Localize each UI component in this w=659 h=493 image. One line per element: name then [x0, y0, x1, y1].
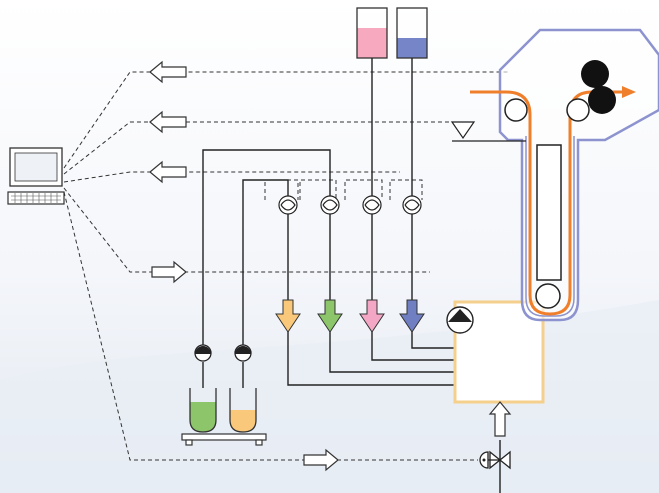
dosing-arrow-green — [317, 299, 343, 333]
signal-line-1 — [63, 71, 508, 169]
sample-tube-orange — [229, 388, 257, 433]
arrow-right-icon — [303, 448, 339, 472]
flow-meter-4 — [402, 195, 422, 215]
dosing-arrow-blue — [399, 299, 425, 333]
tank-channel — [525, 136, 575, 317]
signal-line-4 — [63, 187, 430, 273]
flow-meters — [278, 195, 422, 215]
rollers — [504, 60, 616, 309]
sensor-column — [536, 144, 562, 281]
reagent-bottle-pink — [356, 7, 388, 59]
arrow-left-icon — [149, 60, 187, 84]
pump-icon — [194, 344, 212, 362]
dosing-arrows — [275, 299, 425, 333]
drive-roller-top — [581, 60, 609, 88]
tube-rack — [181, 433, 267, 446]
flow-meter-1 — [278, 195, 298, 215]
sample-tube-green — [189, 388, 217, 433]
pump-icon — [234, 344, 252, 362]
roller-right — [566, 98, 590, 122]
arrow-left-icon — [149, 110, 187, 134]
signal-line-5 — [63, 191, 478, 461]
pump-icon — [446, 306, 474, 334]
arrow-up-icon — [488, 401, 512, 437]
web-direction-arrow-icon — [622, 86, 636, 98]
arrow-right-icon — [151, 260, 187, 284]
signal-arrows — [149, 60, 339, 472]
signal-lines — [63, 71, 508, 461]
dosing-arrow-orange — [275, 299, 301, 333]
flow-meter-3 — [362, 195, 382, 215]
arrow-left-icon — [149, 160, 187, 184]
roller-left — [504, 98, 528, 122]
roller-bottom — [535, 283, 561, 309]
signal-line-3 — [63, 171, 400, 183]
level-indicator-icon — [450, 121, 476, 140]
flow-meter-2 — [320, 195, 340, 215]
signal-line-2 — [63, 121, 460, 175]
drive-roller-bottom — [588, 86, 616, 114]
computer-icon — [7, 147, 65, 205]
piping — [202, 58, 531, 493]
valve-icon — [479, 450, 511, 470]
dosing-arrow-pink — [359, 299, 385, 333]
